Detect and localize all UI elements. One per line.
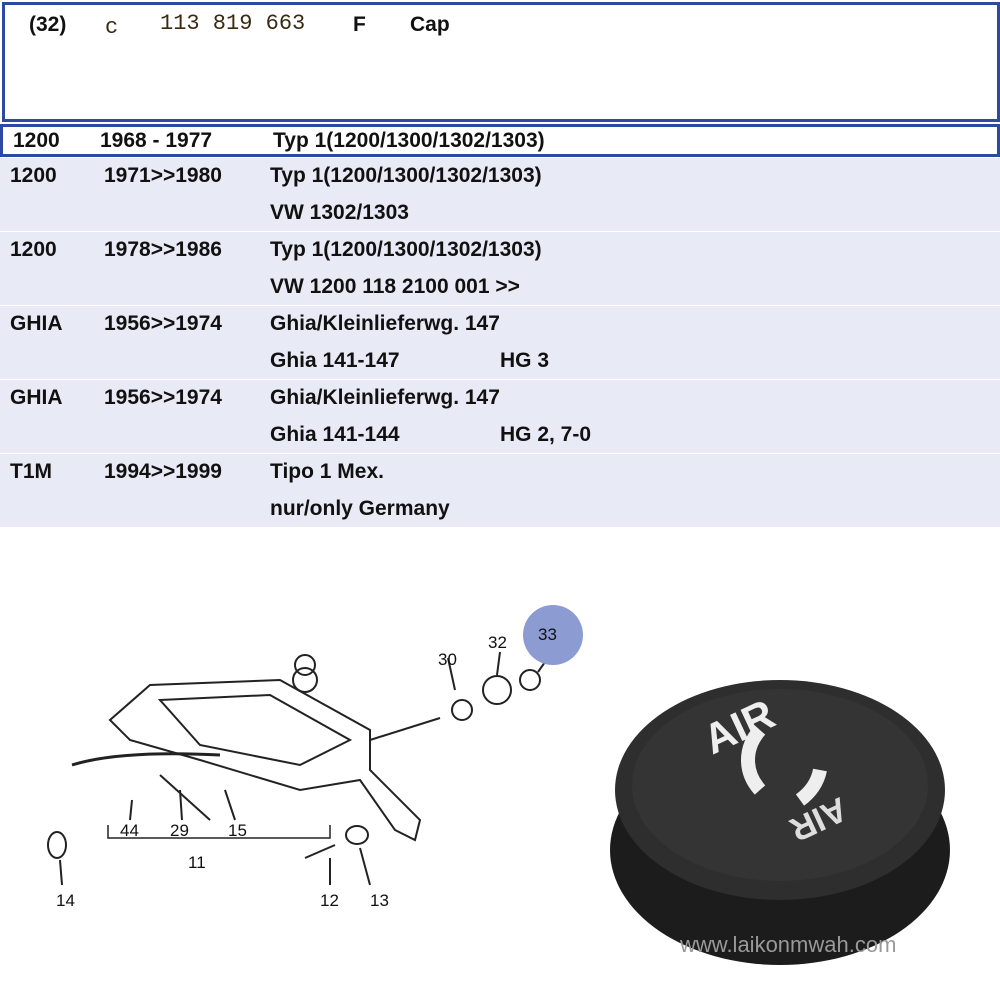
- code-prefix: c: [105, 15, 119, 40]
- table-row[interactable]: T1M 1994>>1999 Tipo 1 Mex. nur/only Germ…: [0, 454, 1000, 530]
- model: 1200: [10, 238, 57, 261]
- model: 1200: [10, 164, 57, 187]
- detail: Ghia 141-144: [270, 423, 400, 446]
- diagram-label: 14: [56, 891, 75, 910]
- diagram-label: 32: [488, 633, 507, 652]
- diagram-label: 11: [188, 853, 206, 872]
- type: Typ 1(1200/1300/1302/1303): [273, 129, 545, 152]
- air-cap-photo: AIR AIR www.laikonmwah.com: [610, 680, 950, 965]
- detail-extra: HG 2, 7-0: [500, 423, 592, 446]
- heater-lever-assembly: [47, 651, 546, 886]
- detail-extra: HG 3: [500, 349, 550, 372]
- model: T1M: [10, 460, 52, 483]
- highlight-marker: [523, 605, 583, 665]
- years: 1971>>1980: [104, 164, 222, 187]
- years: 1956>>1974: [104, 386, 222, 409]
- table-row[interactable]: 1200 1978>>1986 Typ 1(1200/1300/1302/130…: [0, 232, 1000, 308]
- table-row[interactable]: GHIA 1956>>1974 Ghia/Kleinlieferwg. 147 …: [0, 380, 1000, 456]
- model: GHIA: [10, 312, 63, 335]
- watermark: www.laikonmwah.com: [679, 932, 896, 957]
- diagram-label: 29: [170, 821, 189, 840]
- model: 1200: [13, 129, 60, 152]
- detail: Ghia 141-147: [270, 349, 400, 372]
- diagram-label: 13: [370, 891, 389, 910]
- detail: nur/only Germany: [270, 497, 450, 520]
- years: 1978>>1986: [104, 238, 222, 261]
- part-suffix: F: [353, 13, 366, 36]
- model: GHIA: [10, 386, 63, 409]
- type: Tipo 1 Mex.: [270, 460, 384, 483]
- years: 1994>>1999: [104, 460, 222, 483]
- table-row[interactable]: 1200 1968 - 1977 Typ 1(1200/1300/1302/13…: [0, 124, 1000, 157]
- table-row[interactable]: 1200 1971>>1980 Typ 1(1200/1300/1302/130…: [0, 158, 1000, 234]
- diagram-label: 15: [228, 821, 247, 840]
- table-row[interactable]: GHIA 1956>>1974 Ghia/Kleinlieferwg. 147 …: [0, 306, 1000, 382]
- diagram-label: 44: [120, 821, 139, 840]
- diagram-label: 33: [538, 625, 557, 644]
- type: Ghia/Kleinlieferwg. 147: [270, 312, 500, 335]
- years: 1968 - 1977: [100, 129, 213, 152]
- exploded-parts-diagram: 30 32 33 44 29 15 11 14 12 13 AIR AIR ww…: [47, 605, 950, 965]
- part-number: 113 819 663: [160, 11, 306, 36]
- part-header: (32) c 113 819 663 F Cap: [2, 2, 1000, 122]
- diagram-label: 12: [320, 891, 339, 910]
- years: 1956>>1974: [104, 312, 222, 335]
- detail: VW 1200 118 2100 001 >>: [270, 275, 520, 298]
- part-description: Cap: [410, 13, 450, 36]
- type: Typ 1(1200/1300/1302/1303): [270, 164, 542, 187]
- type: Typ 1(1200/1300/1302/1303): [270, 238, 542, 261]
- position-number: (32): [29, 13, 67, 36]
- detail: VW 1302/1303: [270, 201, 409, 224]
- type: Ghia/Kleinlieferwg. 147: [270, 386, 500, 409]
- diagram-label: 30: [438, 650, 457, 669]
